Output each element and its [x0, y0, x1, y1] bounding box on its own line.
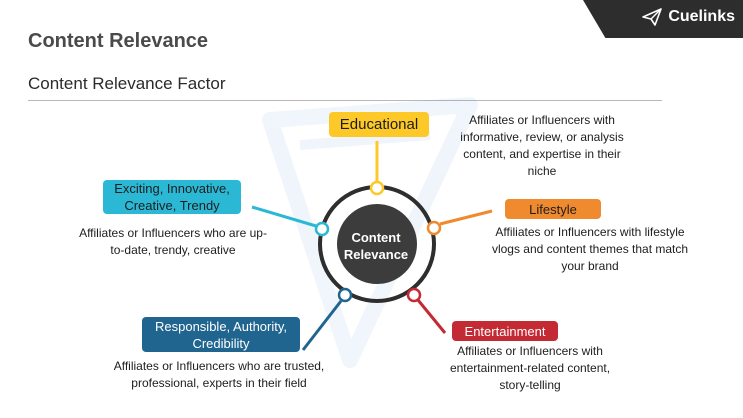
node-entertainment — [406, 287, 422, 303]
segment-exciting-description: Affiliates or Influencers who are up-to-… — [79, 226, 267, 257]
segment-exciting-label: Exciting, Innovative, Creative, Trendy — [103, 180, 241, 214]
brand-name: Cuelinks — [668, 8, 735, 25]
segment-lifestyle-description: Affiliates or Influencers with lifestyle… — [491, 225, 689, 273]
segment-responsible-label: Responsible, Authority, Credibility — [142, 317, 300, 352]
header-divider — [28, 100, 662, 101]
page-title: Content Relevance — [28, 30, 209, 52]
node-exciting — [314, 221, 330, 237]
brand-logo[interactable]: Cuelinks — [642, 8, 735, 26]
center-circle — [337, 204, 417, 284]
segment-educational-label: Educational — [329, 112, 429, 137]
connector-lifestyle — [439, 209, 493, 226]
node-lifestyle — [426, 220, 442, 236]
center-label: Content Relevance — [343, 230, 409, 262]
segment-lifestyle-label: Lifestyle — [505, 199, 601, 219]
paper-plane-icon — [642, 8, 663, 26]
connector-responsible — [301, 300, 343, 351]
segment-responsible-description: Affiliates or Influencers who are truste… — [113, 359, 325, 390]
segment-educational-description: Affiliates or Influencers with informati… — [460, 113, 624, 178]
node-responsible — [337, 287, 353, 303]
connector-exciting — [251, 205, 317, 228]
connector-entertainment — [416, 299, 447, 334]
brand-tab — [583, 0, 743, 38]
node-educational — [369, 180, 385, 196]
segment-entertainment-description: Affiliates or Influencers with entertain… — [449, 344, 611, 392]
page-subtitle: Content Relevance Factor — [28, 74, 226, 93]
segment-entertainment-label: Entertainment — [452, 321, 558, 341]
